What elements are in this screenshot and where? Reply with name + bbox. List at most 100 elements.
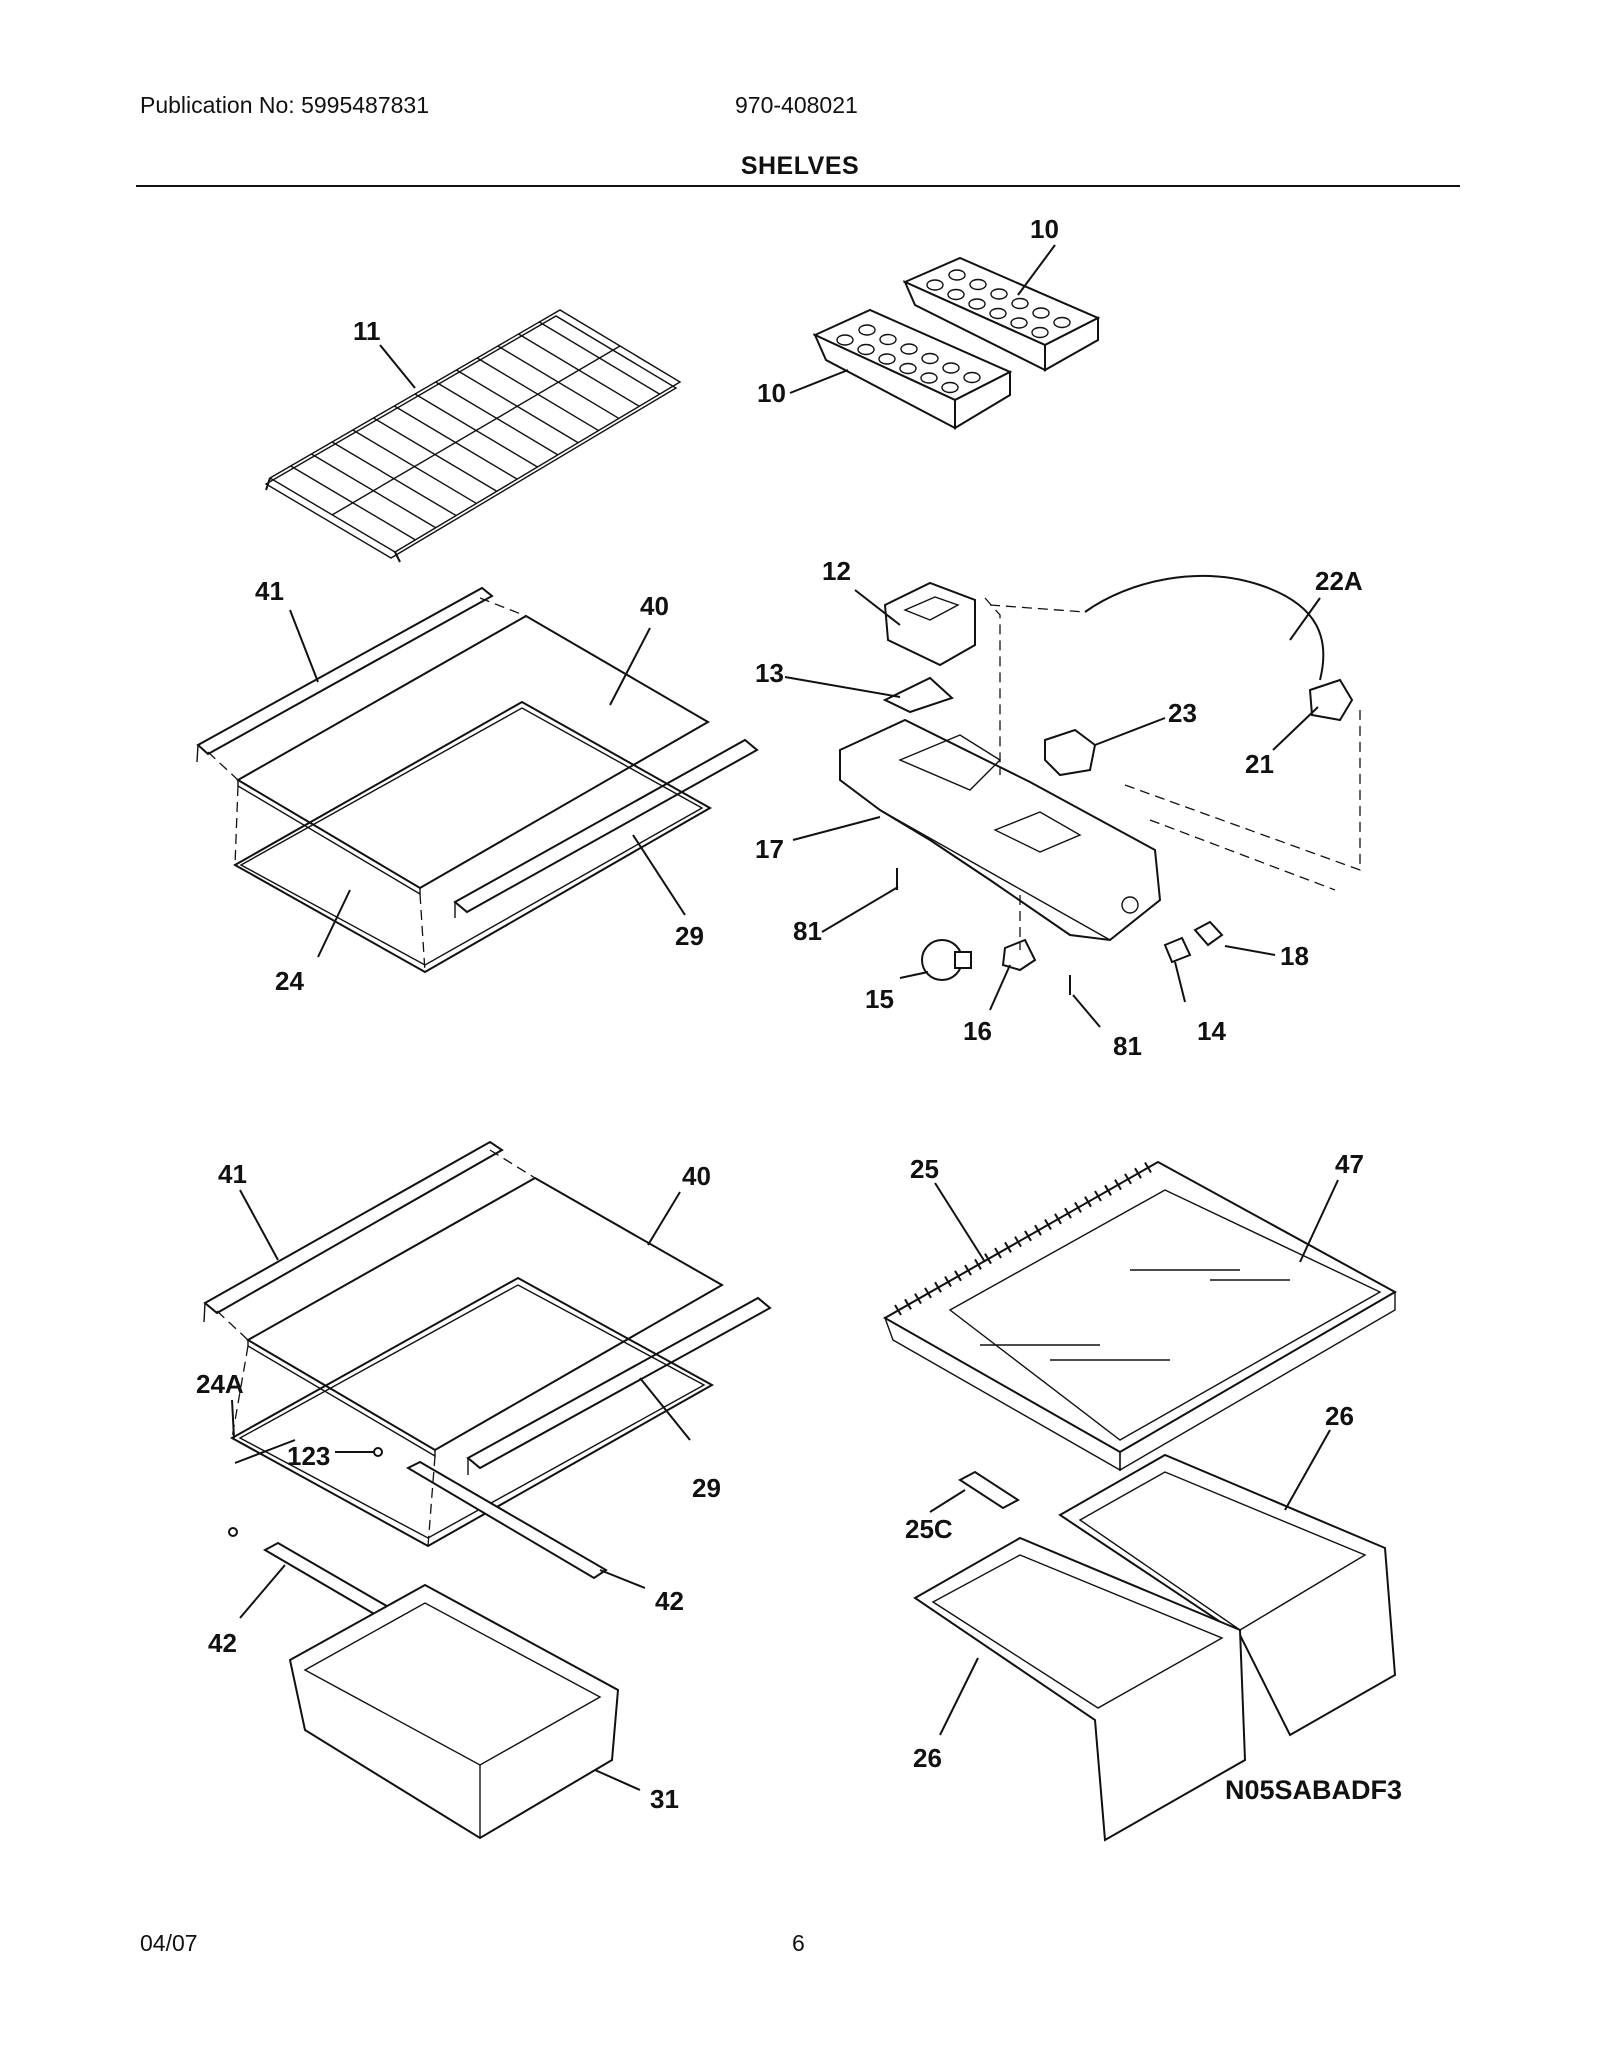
vent-slot [1144,1161,1152,1174]
page-number: 6 [792,1930,805,1956]
crisper-pan-front [913,1536,1247,1842]
shelf-trim-rear-lower [203,1140,504,1323]
label-22A: 22A [1315,566,1363,596]
label-10-front: 10 [757,378,786,408]
vent-slot [1034,1224,1042,1236]
light-shield [882,676,954,714]
label-42-left: 42 [208,1628,237,1658]
vent-slot [914,1293,922,1305]
shelf-trim-front-lower [466,1296,772,1475]
tray-cell [1032,307,1050,319]
shelf-trim-rear-upper [196,586,494,763]
vent-slot [954,1270,962,1282]
tray-cell [920,372,938,384]
wire-shelf [264,309,682,563]
shelf-frame-upper [232,700,713,974]
shelf-frame-lower [229,1276,715,1548]
label-24: 24 [275,966,304,996]
label-29-lower: 29 [692,1473,721,1503]
light-socket [1044,728,1097,777]
shelf-support-right [405,1460,608,1580]
vent-slot [1004,1241,1012,1253]
wire-bar [331,345,621,516]
light-switch [1163,936,1192,964]
tray-cell [926,279,944,291]
tray-cell [1053,316,1071,329]
tray-cell [941,381,959,394]
vent-slot [924,1287,932,1299]
label-40-upper: 40 [640,591,669,621]
crisper-cover-support [958,1470,1020,1510]
control-housing [839,718,1162,942]
tray-cell [858,324,876,336]
vent-slot [1074,1201,1082,1213]
label-29-upper: 29 [675,921,704,951]
label-25: 25 [910,1154,939,1184]
tray-cell [836,334,854,346]
label-17: 17 [755,834,784,864]
crisper-light-cover [883,581,976,667]
label-81-left: 81 [793,916,822,946]
tray-cell [878,353,896,365]
thermostat [1308,678,1354,722]
label-23: 23 [1168,698,1197,728]
vent-slot [1104,1184,1112,1196]
label-41-lower: 41 [218,1159,247,1189]
tray-cell [1010,317,1028,329]
vent-slot [984,1253,992,1265]
vent-slot [904,1298,912,1310]
vent-slot [934,1281,942,1293]
tray-cell [1031,326,1049,339]
diagram-code: N05SABADF3 [1225,1775,1403,1805]
vent-slot [1054,1213,1062,1225]
vent-slot [1134,1167,1142,1179]
label-10-back: 10 [1030,214,1059,244]
vent-slot [1044,1218,1052,1231]
label-12: 12 [822,556,851,586]
label-42-right: 42 [655,1586,684,1616]
vent-slot [1084,1196,1092,1208]
publication-number: Publication No: 5995487831 [140,92,430,118]
label-41-upper: 41 [255,576,284,606]
vent-slot [974,1258,982,1270]
tray-cell [899,362,917,375]
vent-slot [944,1275,952,1288]
vent-slot [994,1247,1002,1259]
leader-lines [231,244,1339,1791]
vent-slot [1014,1236,1022,1248]
tray-cell [921,352,939,365]
tray-cell [857,343,875,356]
label-14: 14 [1197,1016,1226,1046]
ice-tray-front [812,308,1013,430]
label-16: 16 [963,1016,992,1046]
page-title: SHELVES [740,152,860,180]
publication-date: 04/07 [140,1930,198,1956]
light-bulb [921,939,972,981]
crisper-cover-frame [882,1160,1398,1472]
tray-cell [969,278,987,291]
label-15: 15 [865,984,894,1014]
vent-slot [964,1264,972,1276]
vent-slot [1124,1173,1132,1185]
vent-slot [1024,1230,1032,1242]
label-81-right: 81 [1113,1031,1142,1061]
label-40-lower: 40 [682,1161,711,1191]
label-47: 47 [1335,1149,1364,1179]
ice-tray-back [902,256,1101,372]
header-divider [136,185,1460,187]
crisper-cover-glass [948,1189,1382,1441]
label-26-rear: 26 [1325,1401,1354,1431]
tray-cell [948,269,966,281]
label-18: 18 [1280,941,1309,971]
crisper-pan-rear [1058,1453,1397,1737]
shelf-trim-front-upper [453,738,759,918]
tray-cell [968,298,986,310]
vent-slot [1064,1207,1072,1219]
tray-cell [990,288,1008,300]
vent-slot [894,1304,902,1316]
label-21: 21 [1245,749,1274,779]
crisper-drawer [288,1583,620,1840]
tray-cell [1011,297,1029,310]
tray-cell [989,307,1007,320]
